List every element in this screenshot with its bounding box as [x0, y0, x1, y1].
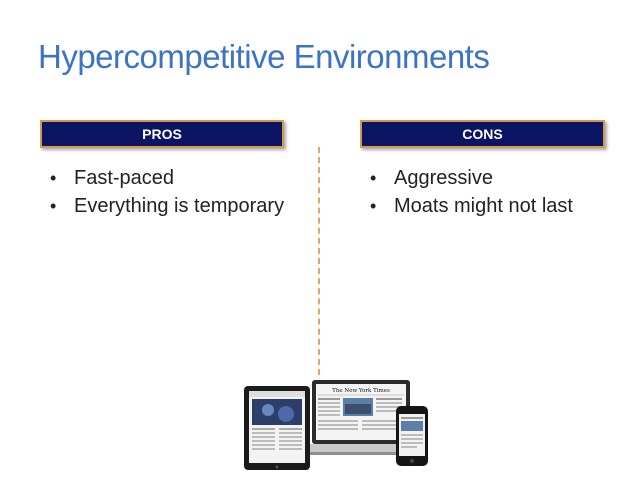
cons-item: • Aggressive: [370, 164, 625, 192]
tablet-device: [244, 386, 310, 470]
bullet-glyph: •: [50, 168, 57, 188]
devices-image: The New York Times: [244, 380, 428, 470]
pros-list: • Fast-paced • Everything is temporary: [50, 164, 290, 220]
pros-item-text: Fast-paced: [74, 167, 175, 189]
laptop-masthead: The New York Times: [332, 388, 390, 394]
cons-header-label: CONS: [462, 126, 503, 142]
bullet-glyph: •: [370, 168, 377, 188]
phone-device: [396, 406, 428, 466]
laptop-device: The New York Times: [298, 380, 424, 455]
pros-item-text: Everything is temporary: [74, 195, 285, 217]
bullet-glyph: •: [50, 196, 57, 216]
bullet-glyph: •: [370, 196, 377, 216]
pros-item: • Fast-paced: [50, 164, 290, 192]
cons-item: • Moats might not last: [370, 192, 625, 220]
cons-list: • Aggressive • Moats might not last: [370, 164, 625, 220]
cons-item-text: Moats might not last: [394, 195, 573, 217]
cons-item-text: Aggressive: [394, 167, 493, 189]
pros-item: • Everything is temporary: [50, 192, 290, 220]
column-divider: [318, 147, 320, 375]
pros-header: PROS: [40, 120, 284, 148]
slide-title: Hypercompetitive Environments: [38, 38, 490, 75]
cons-header: CONS: [360, 120, 605, 148]
pros-header-label: PROS: [142, 126, 182, 142]
